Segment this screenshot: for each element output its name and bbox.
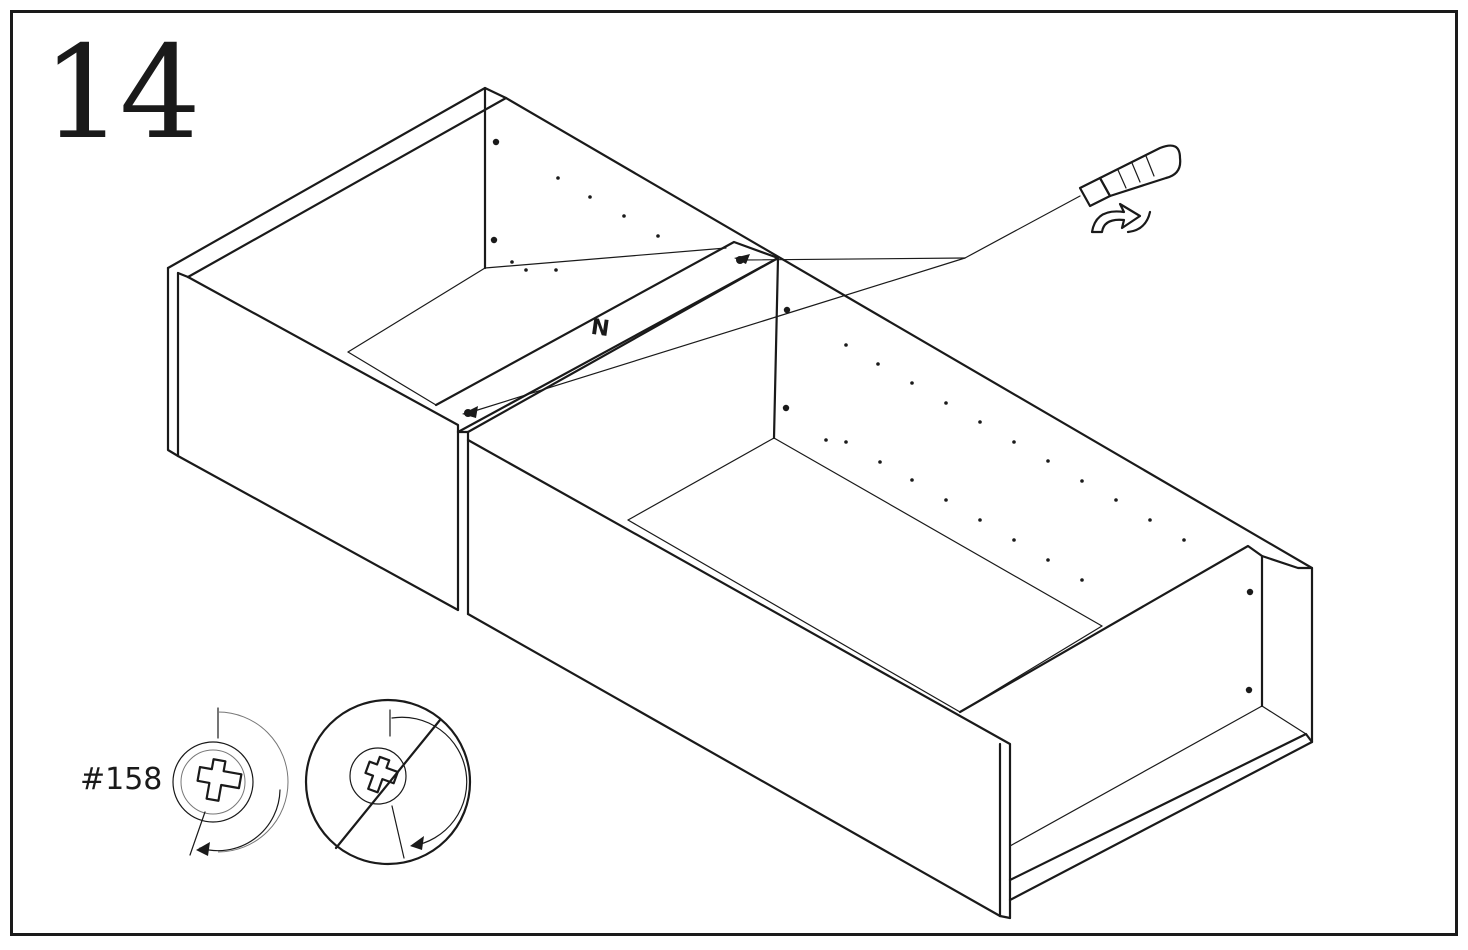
step-number: 14: [42, 19, 201, 168]
cam-lock-correct-icon: [172, 707, 289, 856]
panel-label: N: [589, 314, 612, 343]
instruction-frame: [10, 10, 1458, 936]
screwdriver-icon: [467, 144, 1182, 414]
cabinet-body: [166, 86, 1314, 920]
clockwise-arrow-icon: [462, 202, 1152, 418]
cam-lock-prohibited-icon: [304, 698, 472, 866]
part-number-label: #158: [80, 762, 163, 797]
